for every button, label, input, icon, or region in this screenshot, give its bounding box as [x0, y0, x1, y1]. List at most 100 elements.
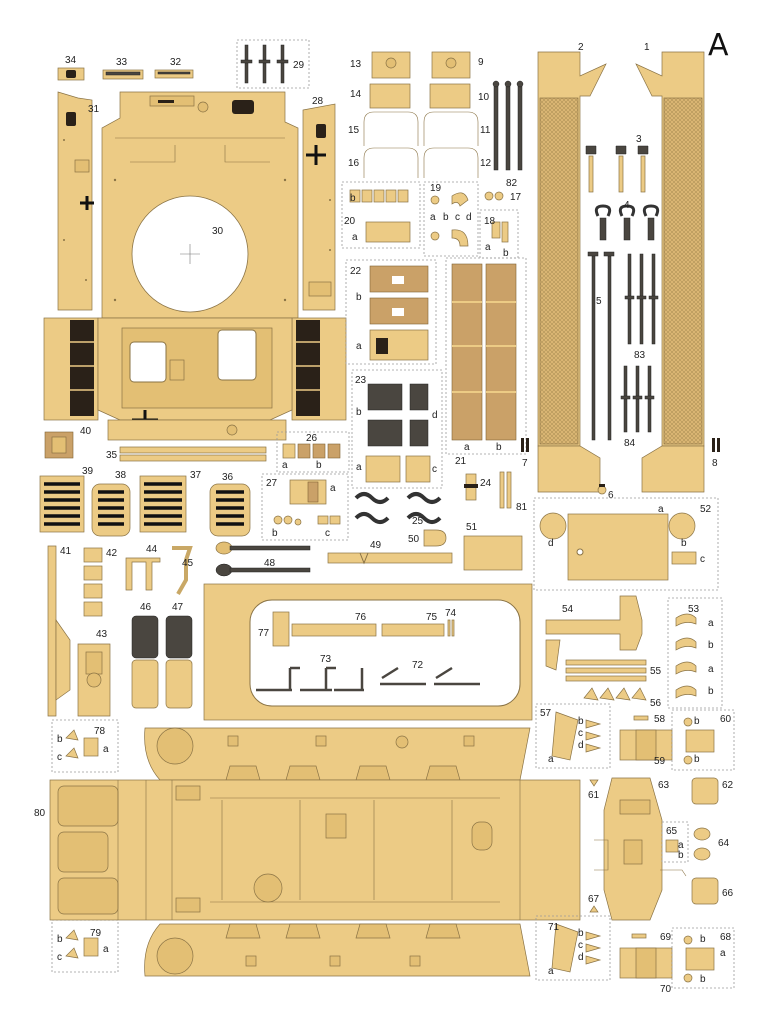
part-51: 51 — [463, 522, 523, 571]
part-82-label: 82 — [506, 178, 518, 189]
part-36: 36 — [209, 472, 251, 537]
part-67: 67 — [588, 894, 600, 913]
part-59: 59 — [619, 729, 673, 767]
part-65-sub-b: b — [678, 850, 684, 861]
part-20-sub-b: b — [350, 193, 356, 204]
sheet-letter: A — [708, 28, 729, 63]
part-31: 31 — [57, 91, 100, 311]
part-30: 30 — [101, 91, 299, 319]
part-52-sub-b: b — [681, 538, 687, 549]
part-63: 63 — [594, 777, 687, 921]
part-58-label: 58 — [654, 714, 666, 725]
part-27-sub-b: b — [272, 528, 278, 539]
part-60-sub-b2: b — [694, 754, 700, 765]
part-79-label: 79 — [90, 928, 102, 939]
part-44: 44 — [125, 544, 161, 591]
part-20-sub-a: a — [352, 232, 358, 243]
part-83: 83 — [624, 253, 659, 361]
part-65-sub-a: a — [678, 840, 684, 851]
part-30-label: 30 — [212, 226, 224, 237]
part-69: 69 — [631, 932, 672, 943]
part-45: 45 — [172, 546, 194, 595]
part-29-label: 29 — [293, 60, 305, 71]
part-51-label: 51 — [466, 522, 478, 533]
part-60-sub-b1: b — [694, 716, 700, 727]
part-3: 3 — [585, 134, 649, 193]
part-8-label: 8 — [712, 458, 718, 469]
part-9-label: 9 — [478, 57, 484, 68]
part-68-label: 68 — [720, 932, 732, 943]
part-4: 4 — [594, 200, 660, 241]
part-11-label: 11 — [480, 125, 491, 136]
part-53: 53 a b a b — [667, 597, 723, 709]
part-71: 71 b c d a — [535, 915, 611, 981]
part-14-label: 14 — [350, 89, 362, 100]
part-84-label: 84 — [624, 438, 636, 449]
part-19-label: 19 — [430, 183, 442, 194]
part-21: 21 a b — [445, 257, 527, 467]
part-23-sub-b: b — [356, 407, 362, 418]
part-79-sub-c: c — [57, 952, 62, 963]
part-35: 35 — [106, 446, 267, 462]
part-19: 19 a b c d — [423, 181, 479, 257]
part-26: 26 a b — [276, 431, 350, 473]
part-37: 37 — [139, 470, 202, 533]
part-11: 11 — [423, 111, 491, 146]
part-64-label: 64 — [718, 838, 730, 849]
part-5-label: 5 — [596, 296, 602, 307]
part-57-sub-d: d — [578, 740, 584, 751]
part-10-label: 10 — [478, 92, 490, 103]
part-56: 56 — [583, 687, 662, 709]
part-2: 2 — [537, 42, 607, 493]
part-20: 20 b a — [341, 181, 421, 249]
part-77-label: 77 — [258, 628, 270, 639]
part-17-label: 17 — [510, 192, 522, 203]
part-68-sub-a: a — [720, 948, 726, 959]
part-7: 7 — [521, 438, 529, 469]
part-32-label: 32 — [170, 57, 182, 68]
part-27-sub-c: c — [325, 528, 330, 539]
part-19-sub-c: c — [455, 212, 460, 223]
part-78-sub-c: c — [57, 752, 62, 763]
part-49: 49 — [327, 540, 453, 565]
part-62: 62 — [691, 777, 734, 805]
part-48-label: 48 — [264, 558, 276, 569]
part-72: 72 — [380, 660, 480, 686]
part-60: 60 b b — [671, 709, 735, 771]
part-25: 25 — [354, 492, 442, 527]
part-46: 46 — [131, 602, 159, 709]
part-19-sub-d: d — [466, 212, 472, 223]
part-62-label: 62 — [722, 780, 734, 791]
part-5: 5 — [587, 251, 615, 441]
part-78-label: 78 — [94, 726, 106, 737]
part-47-label: 47 — [172, 602, 184, 613]
part-54-label: 54 — [562, 604, 574, 615]
part-24: 24 — [464, 473, 492, 501]
part-13: 13 — [350, 51, 411, 79]
part-80-label: 80 — [34, 808, 46, 819]
part-23-label: 23 — [355, 375, 367, 386]
part-69-label: 69 — [660, 932, 672, 943]
part-39-label: 39 — [82, 466, 94, 477]
part-33-label: 33 — [116, 57, 128, 68]
part-70: 70 — [619, 947, 673, 995]
part-29: 29 — [236, 39, 310, 89]
part-22-sub-b: b — [356, 292, 362, 303]
part-7-label: 7 — [522, 458, 528, 469]
part-43-label: 43 — [96, 629, 108, 640]
part-71-sub-a: a — [548, 966, 554, 977]
part-21-sub-b: b — [496, 442, 502, 453]
part-18: 18 a b — [479, 209, 519, 259]
part-47: 47 — [165, 602, 193, 709]
part-75: 75 — [381, 612, 445, 637]
part-61: 61 — [588, 779, 600, 801]
part-22-sub-a: a — [356, 341, 362, 352]
part-52-sub-d: d — [548, 538, 554, 549]
part-8: 8 — [712, 438, 720, 469]
part-3-label: 3 — [636, 134, 642, 145]
part-37-label: 37 — [190, 470, 202, 481]
part-42-label: 42 — [106, 548, 118, 559]
part-71-label: 71 — [548, 922, 560, 933]
part-53-label: 53 — [688, 604, 700, 615]
part-26-sub-a: a — [282, 460, 288, 471]
